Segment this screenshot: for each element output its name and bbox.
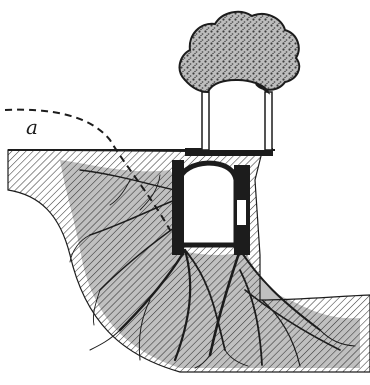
upper-arch-left-pillar	[202, 92, 209, 150]
label-a: a	[26, 115, 38, 139]
tree-canopy	[180, 12, 300, 92]
lower-arch-pillar-gap	[237, 200, 246, 225]
upper-arch-right-pillar	[265, 92, 272, 150]
lower-arch-left-pillar	[172, 160, 184, 255]
lower-arch-opening	[180, 163, 236, 245]
